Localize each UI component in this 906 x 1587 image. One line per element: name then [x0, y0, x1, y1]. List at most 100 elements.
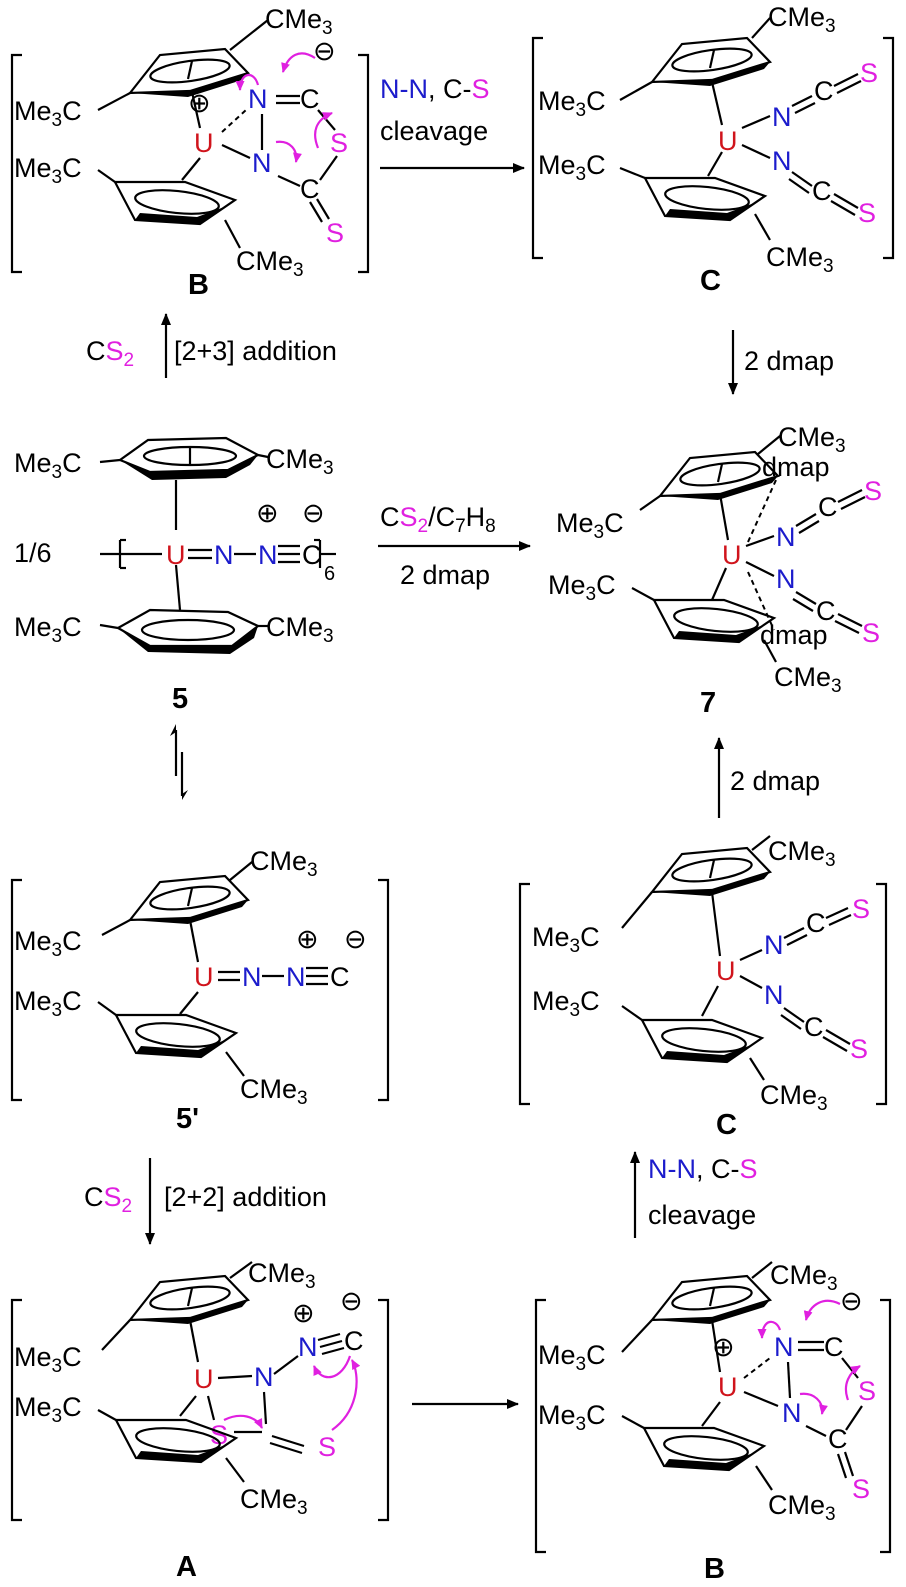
carbon-atom: C: [302, 540, 322, 570]
uranium-atom: U: [166, 540, 186, 570]
arrow-B-to-C-top: N-N, C-S cleavage: [380, 74, 525, 173]
me3c-label: Me3C: [538, 86, 606, 121]
uranium-atom: U: [194, 128, 214, 158]
cme3-label: CMe3: [778, 422, 846, 457]
nitrogen-atom: N: [254, 1362, 274, 1392]
me3c-label: Me3C: [538, 1340, 606, 1375]
carbon-atom: C: [300, 84, 320, 114]
nitrogen-atom: N: [772, 146, 792, 176]
nitrogen-atom: N: [782, 1398, 802, 1428]
cme3-label: CMe3: [768, 1490, 836, 1525]
carbon-atom: C: [818, 492, 838, 522]
svg-text:N-N, C-S: N-N, C-S: [648, 1154, 758, 1184]
me3c-label: Me3C: [14, 153, 82, 188]
svg-text:[2+2] addition: [2+2] addition: [164, 1182, 327, 1212]
compound-5: Me3C CMe3 1/6 U N N ⊕ C ⊖ 6 Me3C CMe3 5: [14, 436, 336, 715]
cme3-label: CMe3: [768, 836, 836, 871]
dmap-label: dmap: [762, 452, 830, 482]
dmap-label: dmap: [760, 620, 828, 650]
carbon-atom: C: [806, 908, 826, 938]
uranium-atom: U: [194, 1364, 214, 1394]
me3c-label: Me3C: [14, 448, 82, 483]
arrow-C-to-7: 2 dmap: [728, 330, 834, 395]
cme3-label: CMe3: [766, 242, 834, 277]
me3c-label: Me3C: [532, 922, 600, 957]
label-5-prime: 5': [176, 1103, 199, 1135]
compound-B-bottom: CMe3 Me3C U ⊕ N N C ⊖ S C S Me3C CMe3 B: [534, 1260, 892, 1585]
cme3-label: CMe3: [266, 444, 334, 479]
uranium-atom: U: [716, 956, 736, 986]
carbon-atom: C: [344, 1326, 364, 1356]
compound-7: CMe3 Me3C dmap U N C S N C S dmap Me3C C…: [548, 422, 882, 719]
carbon-atom: C: [814, 76, 834, 106]
carbon-atom: C: [812, 176, 832, 206]
cme3-label: CMe3: [248, 1258, 316, 1293]
carbon-atom: C: [828, 1424, 848, 1454]
arrow-B-bottom-to-C: N-N, C-S cleavage: [630, 1151, 758, 1238]
charge-plus: ⊕: [188, 88, 211, 118]
me3c-label: Me3C: [14, 612, 82, 647]
one-sixth: 1/6: [14, 538, 52, 568]
cme3-label: CMe3: [774, 662, 842, 697]
sulfur-atom: S: [850, 1034, 868, 1064]
arrow-C-bottom-to-7: 2 dmap: [714, 737, 820, 818]
carbon-atom: C: [804, 1012, 824, 1042]
sulfur-atom: S: [858, 198, 876, 228]
cme3-label: CMe3: [265, 4, 333, 39]
sulfur-atom: S: [852, 1474, 870, 1504]
nitrogen-atom: N: [764, 980, 784, 1010]
sulfur-atom: S: [860, 58, 878, 88]
cme3-label: CMe3: [266, 612, 334, 647]
compound-A: CMe3 Me3C U N N ⊕ C ⊖ S S Me3C CMe3 A: [10, 1258, 390, 1583]
uranium-atom: U: [718, 1372, 738, 1402]
cme3-label: CMe3: [768, 2, 836, 37]
carbon-atom: C: [824, 1332, 844, 1362]
me3c-label: Me3C: [14, 96, 82, 131]
me3c-label: Me3C: [14, 1342, 82, 1377]
cme3-label: CMe3: [240, 1484, 308, 1519]
svg-text:2 dmap: 2 dmap: [744, 346, 834, 376]
nitrogen-atom: N: [252, 148, 272, 178]
svg-text:2 dmap: 2 dmap: [730, 766, 820, 796]
me3c-label: Me3C: [538, 150, 606, 185]
sulfur-atom: S: [326, 218, 344, 248]
charge-plus: ⊕: [256, 498, 279, 528]
charge-plus: ⊕: [292, 1298, 315, 1328]
charge-minus: ⊖: [302, 498, 325, 528]
cme3-label: CMe3: [236, 246, 304, 281]
charge-minus: ⊖: [840, 1286, 863, 1316]
sulfur-atom: S: [864, 476, 882, 506]
sulfur-atom: S: [210, 1420, 228, 1450]
nitrogen-atom: N: [242, 962, 262, 992]
label-5: 5: [172, 683, 188, 715]
cme3-label: CMe3: [760, 1080, 828, 1115]
me3c-label: Me3C: [14, 986, 82, 1021]
nitrogen-atom: N: [772, 102, 792, 132]
carbon-atom: C: [300, 174, 320, 204]
svg-text:2 dmap: 2 dmap: [400, 560, 490, 590]
label-A: A: [176, 1551, 197, 1583]
cme3-label: CMe3: [240, 1074, 308, 1109]
me3c-label: Me3C: [548, 570, 616, 605]
label-7: 7: [700, 687, 716, 719]
label-C: C: [716, 1109, 737, 1141]
arrow-5-to-B: CS2 [2+3] addition: [86, 313, 337, 378]
cme3-label: CMe3: [250, 846, 318, 881]
label-B: B: [704, 1553, 725, 1585]
equilibrium-arrows: [170, 724, 188, 800]
nitrogen-atom: N: [776, 522, 796, 552]
label-C: C: [700, 265, 721, 297]
carbon-atom: C: [330, 962, 350, 992]
svg-text:cleavage: cleavage: [648, 1200, 756, 1230]
charge-minus: ⊖: [340, 1286, 363, 1316]
nitrogen-atom: N: [258, 540, 278, 570]
svg-text:CS2: CS2: [84, 1182, 132, 1217]
me3c-label: Me3C: [538, 1400, 606, 1435]
compound-5-prime: CMe3 Me3C U N N ⊕ C ⊖ Me3C CMe3 5': [10, 846, 390, 1135]
nitrogen-atom: N: [248, 84, 268, 114]
svg-text:CS2/C7H8: CS2/C7H8: [380, 502, 496, 537]
me3c-label: Me3C: [556, 508, 624, 543]
nitrogen-atom: N: [776, 564, 796, 594]
charge-minus: ⊖: [313, 36, 336, 66]
